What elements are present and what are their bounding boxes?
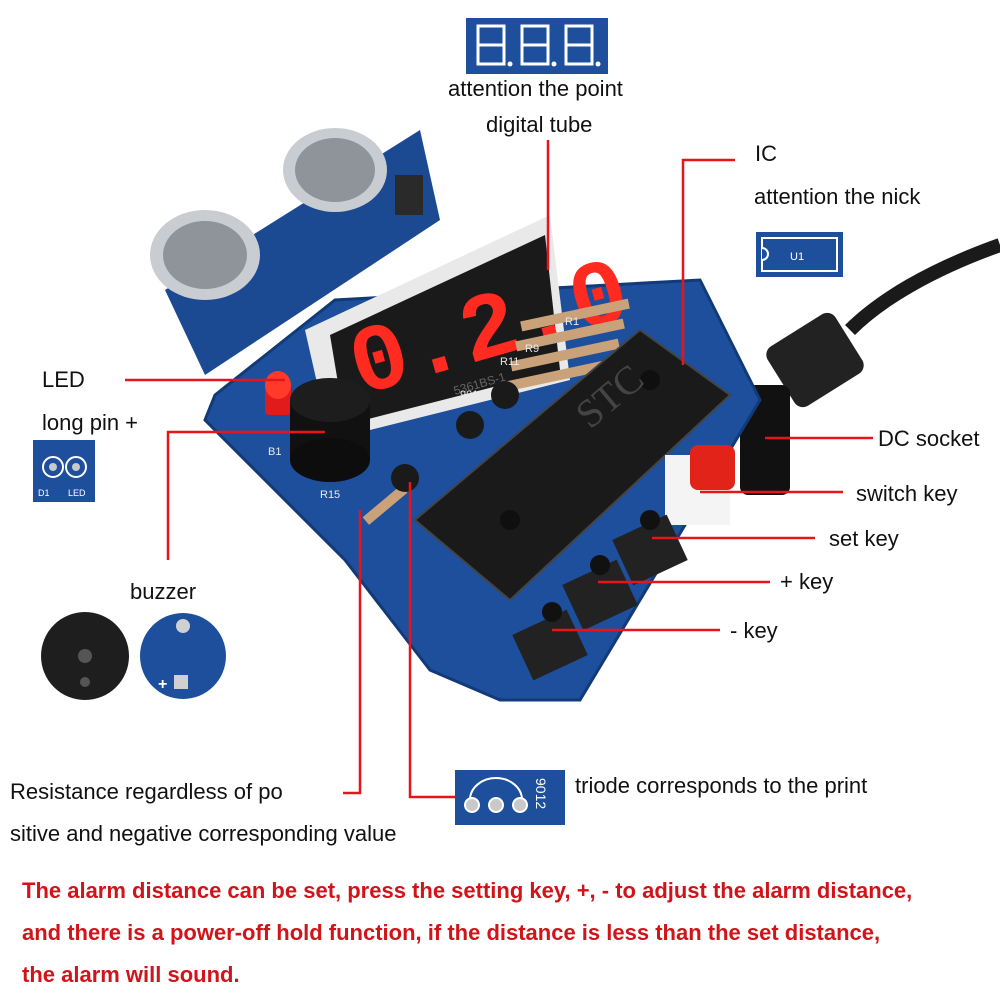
ic-silk-label: U1 xyxy=(790,251,804,263)
transistors xyxy=(391,381,519,492)
led-silk-d1: D1 xyxy=(38,488,50,498)
leader-triode xyxy=(408,482,455,799)
label-resistance-line1: Resistance regardless of po xyxy=(10,779,283,804)
thumb-digital-tube xyxy=(466,18,608,74)
triode-silk-label: 9012 xyxy=(533,778,549,809)
thumb-led-footprint: D1 LED xyxy=(33,440,95,502)
label-digital-tube-line1: attention the point xyxy=(448,76,623,101)
ic-chip: STC xyxy=(413,328,732,602)
label-plus-key: + key xyxy=(780,569,834,594)
led-component xyxy=(265,371,291,415)
alarm-description-line3: the alarm will sound. xyxy=(22,962,240,987)
tactile-keys xyxy=(512,510,688,681)
label-led-long-pin: long pin + xyxy=(42,410,139,435)
silk-r9: R9 xyxy=(525,343,539,355)
silk-9012: 9012 xyxy=(460,389,484,401)
label-switch-key: switch key xyxy=(856,481,958,506)
label-minus-key: - key xyxy=(730,618,778,643)
alarm-description-line2: and there is a power-off hold function, … xyxy=(22,920,881,945)
label-led: LED xyxy=(42,367,85,392)
label-digital-tube-line2: digital tube xyxy=(486,112,593,137)
thumb-buzzer-top xyxy=(41,612,129,700)
silk-b1: B1 xyxy=(268,446,281,458)
thumb-triode-footprint: 9012 xyxy=(455,770,565,825)
label-buzzer: buzzer xyxy=(130,579,197,604)
label-ic-nick: attention the nick xyxy=(754,184,921,209)
buzzer-component xyxy=(290,378,370,482)
buzzer-plus-silk: + xyxy=(158,676,167,693)
alarm-description-line1: The alarm distance can be set, press the… xyxy=(22,878,913,903)
thumb-buzzer-bottom: + xyxy=(140,613,226,699)
alarm-description: The alarm distance can be set, press the… xyxy=(22,870,982,996)
resistor-array xyxy=(362,298,630,525)
leader-lines xyxy=(125,140,873,799)
ultrasonic-module xyxy=(150,128,440,375)
label-ic: IC xyxy=(755,141,777,166)
leader-buzzer xyxy=(166,430,325,560)
label-set-key: set key xyxy=(829,526,899,551)
leader-resistor xyxy=(343,510,362,795)
label-resistance-line2: sitive and negative corresponding value xyxy=(10,821,397,846)
leader-ic xyxy=(681,158,735,365)
resistor-r15 xyxy=(362,485,408,525)
silk-r15: R15 xyxy=(320,489,340,501)
label-triode: triode corresponds to the print xyxy=(575,773,868,798)
silk-r1: R1 xyxy=(565,316,579,328)
led-silk-led: LED xyxy=(68,488,86,498)
dc-cable xyxy=(845,238,1000,335)
silk-r11: R11 xyxy=(500,356,519,368)
switch-key-component xyxy=(665,445,735,525)
thumb-ic-nick: U1 xyxy=(756,232,843,277)
label-dc-socket: DC socket xyxy=(878,426,980,451)
